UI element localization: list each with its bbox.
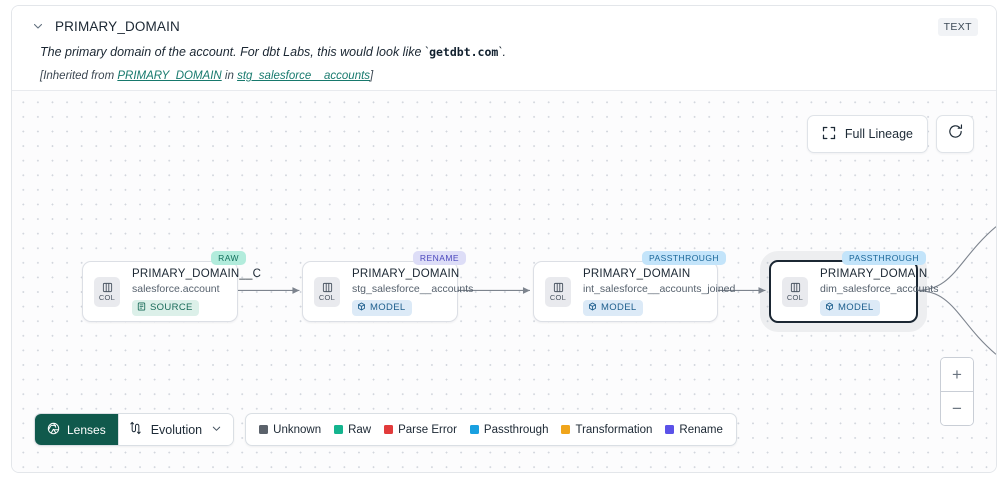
chevron-down-icon[interactable] xyxy=(30,18,46,34)
evolution-label: Evolution xyxy=(150,422,203,437)
node-title: PRIMARY_DOMAIN xyxy=(820,267,928,280)
cube-icon xyxy=(357,302,366,314)
cube-icon xyxy=(588,302,597,314)
lineage-legend: Unknown Raw Parse Error Passthrough xyxy=(245,413,737,446)
legend-label: Unknown xyxy=(273,423,322,436)
node-type-tag: MODEL xyxy=(820,299,880,316)
lenses-label: Lenses xyxy=(67,422,106,437)
canvas-toolbar: Full Lineage xyxy=(806,115,974,153)
node-subtitle: int_salesforce__accounts_joined xyxy=(583,282,736,295)
column-header: PRIMARY_DOMAIN TEXT The primary domain o… xyxy=(12,6,996,90)
legend-item: Unknown xyxy=(259,424,321,436)
lineage-canvas[interactable]: Full Lineage RAW COL xyxy=(12,90,996,472)
lineage-node[interactable]: RAW COL PRIMARY_DOMAIN__C salesforce.acc… xyxy=(82,251,262,322)
lens-control-group: Lenses Evolution xyxy=(34,413,235,446)
zoom-out-button[interactable]: − xyxy=(941,392,973,425)
node-type-tag: MODEL xyxy=(583,299,643,316)
evolution-dropdown[interactable]: Evolution xyxy=(117,414,234,445)
legend-label: Raw xyxy=(348,423,372,436)
cube-icon xyxy=(825,302,834,314)
description-code: getdbt.com xyxy=(429,45,499,59)
evolution-icon xyxy=(129,421,142,438)
zoom-in-button[interactable]: + xyxy=(941,358,973,391)
node-type-label: MODEL xyxy=(370,302,406,313)
column-chip-label: COL xyxy=(786,292,804,302)
divider xyxy=(941,391,973,392)
node-type-label: SOURCE xyxy=(150,302,193,313)
lineage-node-selected[interactable]: PASSTHROUGH COL PRIMARY_DOMAIN dim_sales… xyxy=(769,251,939,323)
node-subtitle: salesforce.account xyxy=(132,282,220,295)
legend-swatch xyxy=(561,425,571,434)
inherited-close: ] xyxy=(370,70,374,82)
node-title: PRIMARY_DOMAIN xyxy=(352,267,460,280)
node-type-tag: SOURCE xyxy=(132,299,199,316)
full-lineage-label: Full Lineage xyxy=(844,127,913,141)
aperture-icon xyxy=(47,422,60,438)
legend-swatch xyxy=(334,425,344,434)
legend-item: Passthrough xyxy=(469,423,549,436)
node-subtitle: stg_salesforce__accounts xyxy=(352,282,474,295)
column-icon: COL xyxy=(94,276,120,307)
legend-item: Parse Error xyxy=(384,424,457,436)
legend-item: Transformation xyxy=(561,424,652,436)
column-chip-label: COL xyxy=(318,292,336,302)
lineage-edges xyxy=(237,226,996,355)
column-header-row: PRIMARY_DOMAIN xyxy=(30,6,978,40)
node-title: PRIMARY_DOMAIN__C xyxy=(132,267,262,280)
column-chip-label: COL xyxy=(549,292,567,302)
legend-label: Transformation xyxy=(575,423,653,436)
column-chip-label: COL xyxy=(98,292,116,302)
inherited-model-link[interactable]: stg_salesforce__accounts xyxy=(237,70,371,82)
legend-label: Rename xyxy=(679,423,723,436)
lenses-button[interactable]: Lenses xyxy=(35,414,118,445)
node-type-label: MODEL xyxy=(838,302,874,313)
column-detail-card: PRIMARY_DOMAIN TEXT The primary domain o… xyxy=(11,5,997,473)
page-title: PRIMARY_DOMAIN xyxy=(55,18,180,34)
column-icon: COL xyxy=(545,276,571,307)
database-icon xyxy=(137,301,146,314)
description-prefix: The primary domain of the account. For d… xyxy=(40,45,430,59)
zoom-controls: + − xyxy=(940,357,974,426)
inherited-from-note: [Inherited from PRIMARY_DOMAIN in stg_sa… xyxy=(30,68,978,84)
legend-item: Rename xyxy=(665,423,723,436)
node-badge: PASSTHROUGH xyxy=(642,251,726,265)
lineage-node[interactable]: PASSTHROUGH COL PRIMARY_DOMAIN int_sales… xyxy=(533,251,736,322)
column-icon: COL xyxy=(782,276,808,307)
legend-label: Parse Error xyxy=(398,423,457,436)
refresh-button[interactable] xyxy=(936,115,974,153)
inherited-column-link[interactable]: PRIMARY_DOMAIN xyxy=(117,70,222,82)
refresh-icon xyxy=(947,123,964,145)
node-badge: RENAME xyxy=(412,251,466,265)
legend-item: Raw xyxy=(334,424,371,436)
inherited-mid: in xyxy=(221,70,238,82)
legend-swatch xyxy=(665,425,675,434)
chevron-down-icon xyxy=(211,423,222,437)
legend-label: Passthrough xyxy=(483,423,549,436)
description-suffix: `. xyxy=(498,45,506,59)
node-type-label: MODEL xyxy=(601,302,637,313)
inherited-open: [Inherited from xyxy=(40,70,118,82)
column-icon: COL xyxy=(314,276,340,307)
node-badge: PASSTHROUGH xyxy=(842,251,926,265)
status-badge: TEXT xyxy=(937,18,978,36)
node-title: PRIMARY_DOMAIN xyxy=(583,267,691,280)
legend-swatch xyxy=(384,425,394,434)
node-badge: RAW xyxy=(211,251,246,265)
node-subtitle: dim_salesforce_accounts xyxy=(820,282,939,295)
legend-swatch xyxy=(259,425,269,434)
lineage-node[interactable]: RENAME COL PRIMARY_DOMAIN stg_salesforce… xyxy=(302,251,474,322)
column-description: The primary domain of the account. For d… xyxy=(30,44,978,60)
node-type-tag: MODEL xyxy=(352,299,412,316)
expand-icon xyxy=(822,126,836,143)
canvas-bottom-bar: Lenses Evolution U xyxy=(34,413,737,446)
legend-swatch xyxy=(469,425,479,434)
full-lineage-button[interactable]: Full Lineage xyxy=(806,115,928,153)
